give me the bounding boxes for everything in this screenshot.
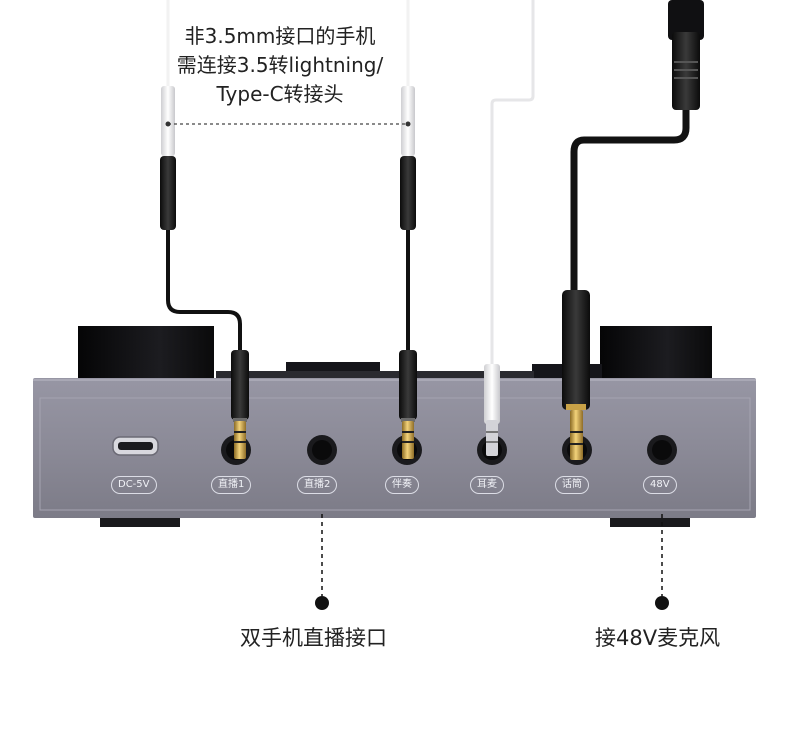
port-label-live2: 直播2 (297, 476, 338, 494)
jack-live2 (307, 435, 337, 465)
dc-port-slot (118, 442, 153, 450)
cable-live1 (160, 0, 249, 459)
cable-headset (484, 0, 535, 456)
left-knob-housing (78, 326, 214, 382)
top-edge-dark (216, 371, 534, 381)
adapter-note-line2: 需连接3.5转lightning/ (176, 53, 384, 77)
port-label-accompany: 伴奏 (385, 476, 419, 494)
port-label-headset: 耳麦 (470, 476, 504, 494)
port-label-live1: 直播1 (211, 476, 252, 494)
jack-48v (647, 435, 677, 465)
callout-48v-mic: 接48V麦克风 (595, 626, 721, 650)
adapter-note-line1: 非3.5mm接口的手机 (184, 24, 376, 48)
left-foot (100, 518, 180, 527)
front-panel-inset (39, 397, 751, 511)
port-label-mic: 话筒 (555, 476, 589, 494)
callout-dual-phone: 双手机直播接口 (240, 626, 387, 650)
port-label-dc: DC-5V (111, 476, 157, 494)
adapter-note-line3: Type-C转接头 (216, 82, 344, 106)
right-knob-housing (600, 326, 712, 382)
port-label-48v: 48V (643, 476, 677, 494)
adapter-note: 非3.5mm接口的手机 需连接3.5转lightning/ Type-C转接头 (160, 22, 400, 109)
cable-mic (562, 0, 704, 460)
cable-accompany (399, 0, 417, 459)
right-foot (610, 518, 690, 527)
callout-48v-pointer (655, 514, 669, 610)
callout-dual-phone-pointer (315, 514, 329, 610)
